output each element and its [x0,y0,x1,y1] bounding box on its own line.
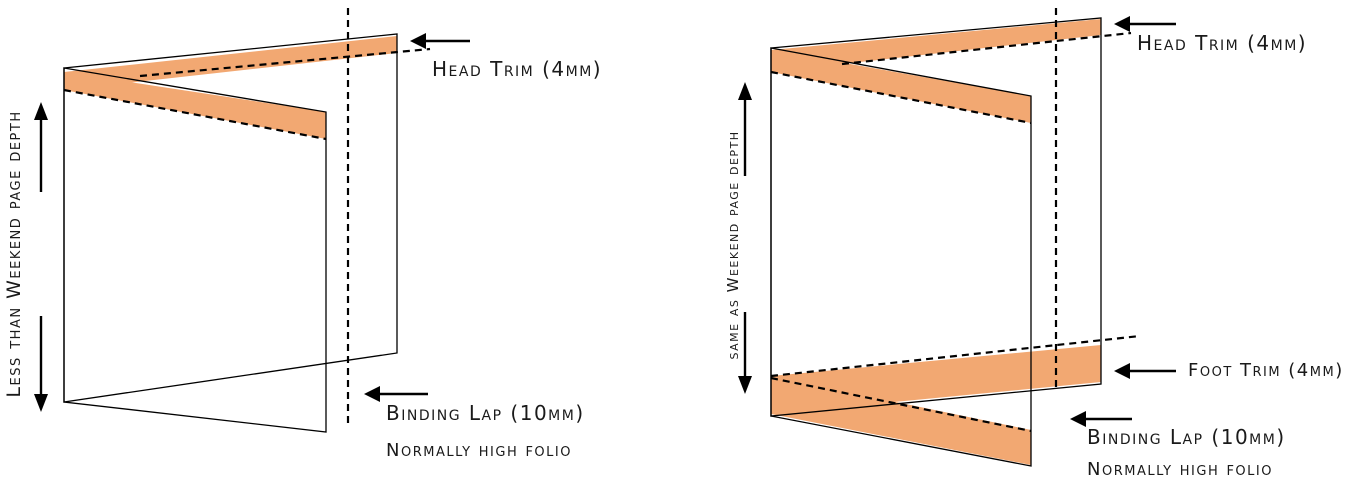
left-front-head-trim-line [63,88,327,141]
left-depth-label: Less than Weekend page depth [3,110,25,397]
right-foot-trim-label: Foot Trim (4mm) [1188,360,1344,381]
right-front-page [770,47,1032,467]
right-front-head-trim-line [770,70,1032,125]
right-head-trim-label: Head Trim (4mm) [1137,31,1307,55]
right-front-head-trim-band [771,50,1031,123]
left-diagram: Head Trim (4mm) Binding Lap (10mm) Norma… [3,8,602,461]
right-foot-trim-arrow [1114,363,1176,379]
right-depth-arrow [738,82,752,394]
left-back-head-trim-band [64,36,397,90]
right-front-foot-trim-line [770,376,1032,433]
right-binding-lap-arrow [1070,411,1132,427]
right-back-head-trim-band [771,19,1101,72]
left-binding-lap-arrow [364,386,428,402]
left-binding-lap-label: Binding Lap (10mm) [386,401,585,425]
right-front-foot-trim-band [771,376,1031,465]
left-binding-lap-note: Normally high folio [386,440,572,461]
left-head-trim-label: Head Trim (4mm) [432,57,602,81]
left-head-trim-arrow [410,33,470,49]
right-back-foot-trim-line [770,334,1141,378]
left-front-head-trim-band [64,72,326,139]
left-depth-arrow [34,102,48,412]
right-back-head-trim-line [841,31,1132,66]
right-depth-label: same as Weekend page depth [724,130,742,359]
right-diagram: Head Trim (4mm) Foot Trim (4mm) Binding … [724,8,1344,480]
left-back-head-trim-line [139,47,431,78]
right-binding-lap-note: Normally high folio [1087,459,1273,480]
right-binding-lap-label: Binding Lap (10mm) [1087,425,1286,449]
left-front-page [63,67,327,433]
right-head-trim-arrow [1114,16,1176,32]
